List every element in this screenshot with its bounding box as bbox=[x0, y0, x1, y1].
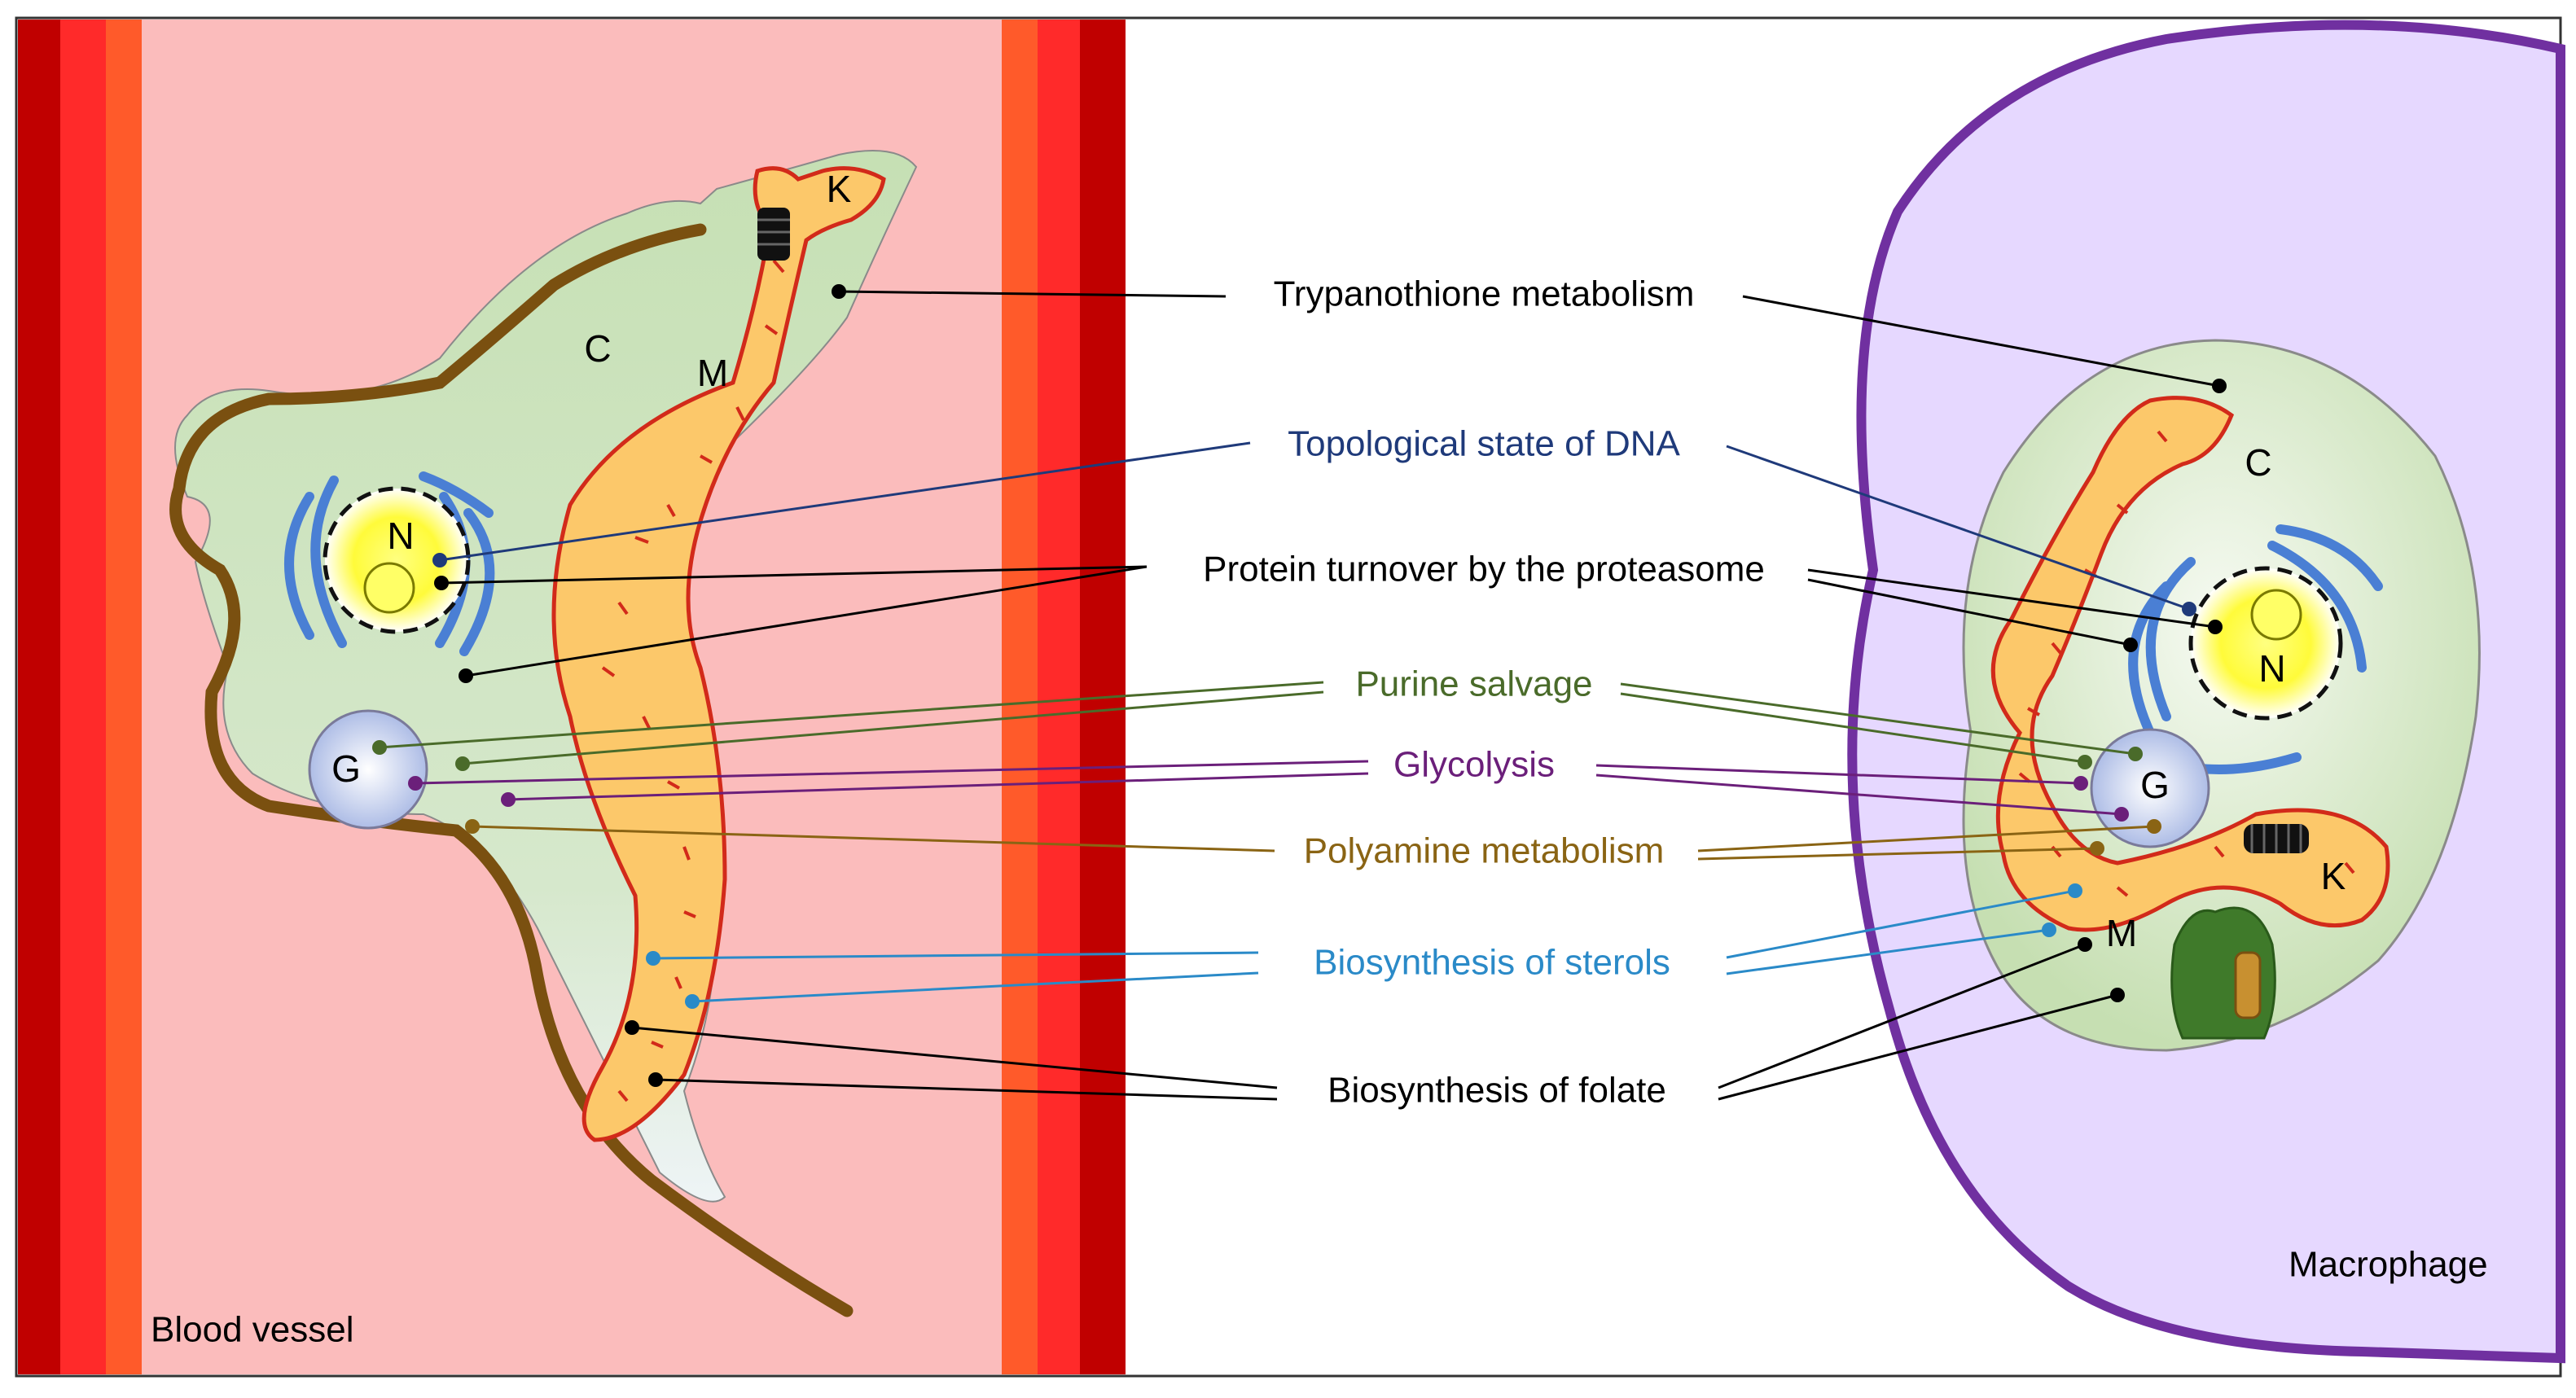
kinetoplast-structure bbox=[757, 208, 790, 261]
macrophage-label: Macrophage bbox=[2289, 1245, 2488, 1285]
label-protein-turnover-proteasome: Protein turnover by the proteasome bbox=[1203, 550, 1765, 589]
flagellum bbox=[169, 223, 854, 1317]
kinetoplast-label: K bbox=[827, 168, 852, 210]
vessel-wall-right-inner bbox=[1002, 20, 1038, 1374]
nucleus-label: N bbox=[387, 515, 414, 557]
leader-trypanothione bbox=[838, 290, 2220, 388]
label-purine-salvage: Purine salvage bbox=[1355, 664, 1592, 704]
amastigote-kinetoplast-label: K bbox=[2321, 855, 2346, 897]
amastigote-nucleolus bbox=[2250, 589, 2302, 641]
leader-endpoints bbox=[372, 284, 2227, 1087]
amastigote-cytoplasm-label: C bbox=[2245, 441, 2271, 484]
glycosome bbox=[308, 709, 428, 830]
leader-folate bbox=[631, 943, 2118, 1101]
mitochondrion-label: M bbox=[697, 352, 728, 394]
amastigote-nucleus-label: N bbox=[2258, 647, 2285, 690]
mitochondrion-cristae bbox=[601, 259, 785, 1102]
vessel-wall-left-middle bbox=[60, 20, 106, 1374]
amastigote-mitochondrion bbox=[1990, 396, 2390, 932]
amastigote-nucleus bbox=[2188, 566, 2343, 721]
leader-glycolysis bbox=[415, 760, 2122, 816]
leader-purine bbox=[379, 681, 2136, 765]
cytoplasm-label: C bbox=[584, 327, 611, 370]
leader-polyamine bbox=[472, 825, 2155, 861]
label-biosynthesis-of-sterols: Biosynthesis of sterols bbox=[1314, 943, 1670, 983]
label-topological-state-of-dna: Topological state of DNA bbox=[1288, 424, 1680, 464]
label-glycolysis: Glycolysis bbox=[1393, 745, 1555, 785]
nucleolus bbox=[363, 562, 415, 614]
blood-vessel-label: Blood vessel bbox=[151, 1310, 353, 1350]
label-trypanothione-metabolism: Trypanothione metabolism bbox=[1274, 274, 1695, 314]
label-biosynthesis-of-folate: Biosynthesis of folate bbox=[1327, 1071, 1666, 1111]
amastigote-mitochondrion-label: M bbox=[2106, 912, 2137, 954]
mitochondrion bbox=[551, 166, 886, 1142]
trypomastigote-cell: N G C M K bbox=[169, 150, 918, 1317]
leader-lines bbox=[379, 290, 2220, 1101]
leader-sterols bbox=[652, 889, 2076, 1003]
kinetoplast bbox=[757, 208, 790, 261]
glycosome-label: G bbox=[331, 747, 361, 790]
leader-topological bbox=[439, 441, 2190, 611]
short-flagellum bbox=[2234, 951, 2262, 1019]
vessel-wall-left-outer bbox=[18, 20, 60, 1374]
vessel-wall-left-inner bbox=[106, 20, 142, 1374]
nucleus bbox=[323, 486, 471, 634]
leader-proteasome bbox=[441, 565, 2216, 677]
vessel-wall-right-middle bbox=[1038, 20, 1080, 1374]
label-polyamine-metabolism: Polyamine metabolism bbox=[1304, 831, 1665, 871]
amastigote-glycosome-label: G bbox=[2140, 764, 2170, 806]
